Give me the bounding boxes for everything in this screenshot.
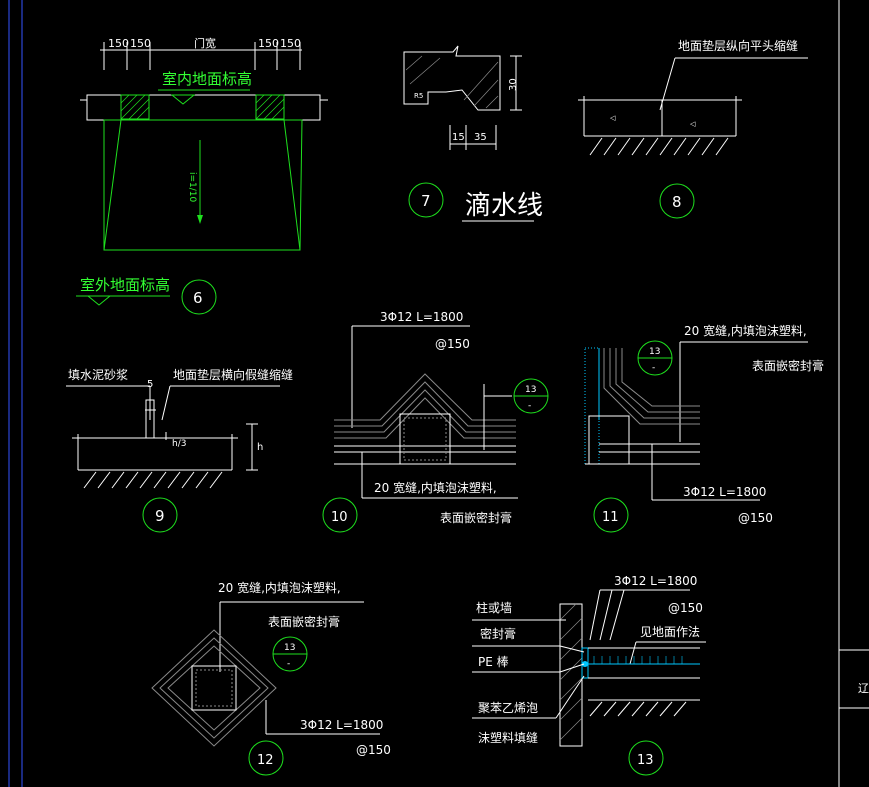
d6-dim-2: 150 bbox=[130, 37, 151, 50]
d13-label4: 见地面作法 bbox=[640, 625, 700, 639]
detail-12: 20 宽缝,内填泡沫塑料, 表面嵌密封膏 13 - 3Φ12 L=1800 @1… bbox=[151, 580, 391, 776]
d6-dim-3: 门宽 bbox=[194, 36, 216, 50]
d10-ref-sub: - bbox=[528, 401, 531, 411]
svg-text:◁: ◁ bbox=[690, 120, 696, 128]
d11-ref: 13 bbox=[649, 347, 660, 357]
d6-indoor-label: 室内地面标高 bbox=[162, 70, 252, 88]
d13-label1: 柱或墙 bbox=[476, 600, 512, 615]
edge-label: 辽 bbox=[858, 682, 869, 695]
d10-rebar: 3Φ12 L=1800 bbox=[380, 310, 463, 324]
d6-slope-label: i=1/10 bbox=[187, 172, 197, 203]
d12-rebar: 3Φ12 L=1800 bbox=[300, 718, 383, 732]
d10-note2: 表面嵌密封膏 bbox=[440, 510, 512, 525]
d12-ref: 13 bbox=[284, 643, 295, 653]
d7-dim-v: 30 bbox=[508, 78, 519, 91]
d8-note: 地面垫层纵向平头缩缝 bbox=[678, 38, 798, 53]
d9-note1: 填水泥砂浆 bbox=[68, 367, 128, 382]
detail-8: 地面垫层纵向平头缩缝 ◁ ◁ 8 bbox=[578, 38, 808, 219]
d10-note1: 20 宽缝,内填泡沫塑料, bbox=[374, 480, 497, 495]
d9-number: 9 bbox=[155, 507, 165, 525]
d13-number: 13 bbox=[637, 753, 654, 768]
d11-note1: 20 宽缝,内填泡沫塑料, bbox=[684, 323, 807, 338]
d13-label2: 密封膏 bbox=[480, 626, 516, 641]
d13-label3: PE 棒 bbox=[478, 655, 509, 669]
detail-7: 30 15 35 R5 7 滴水线 bbox=[403, 45, 543, 222]
d12-spacing: @150 bbox=[356, 743, 391, 757]
d10-number: 10 bbox=[331, 510, 348, 525]
detail-10: 3Φ12 L=1800 @150 13 - 20 宽缝,内填泡沫塑料, 表面嵌密… bbox=[322, 310, 549, 533]
d11-spacing: @150 bbox=[738, 511, 773, 525]
svg-text:◁: ◁ bbox=[610, 114, 616, 122]
d7-label-r: R5 bbox=[414, 92, 423, 100]
sheet-frame: 辽 bbox=[8, 0, 869, 787]
d13-label5: 聚苯乙烯泡 bbox=[478, 701, 538, 715]
d10-ref: 13 bbox=[525, 385, 536, 395]
d6-outdoor-label: 室外地面标高 bbox=[80, 276, 170, 294]
d11-note2: 表面嵌密封膏 bbox=[752, 358, 824, 373]
detail-11: 20 宽缝,内填泡沫塑料, 表面嵌密封膏 13 - 3Φ12 L=1800 @1… bbox=[584, 323, 824, 533]
d10-spacing: @150 bbox=[435, 337, 470, 351]
d6-dim-4: 150 bbox=[258, 37, 279, 50]
d11-rebar: 3Φ12 L=1800 bbox=[683, 485, 766, 499]
detail-6: 150 150 门宽 150 150 室内地面标高 i=1/10 室外地面标高 bbox=[76, 36, 328, 315]
d7-number: 7 bbox=[421, 192, 431, 210]
d13-label6: 沫塑料填缝 bbox=[478, 730, 538, 745]
d8-number: 8 bbox=[672, 193, 682, 211]
d7-title: 滴水线 bbox=[465, 191, 543, 221]
d13-rebar: 3Φ12 L=1800 bbox=[614, 574, 697, 588]
d11-ref-sub: - bbox=[652, 363, 655, 373]
d6-dim-5: 150 bbox=[280, 37, 301, 50]
d13-spacing: @150 bbox=[668, 601, 703, 615]
detail-9: 填水泥砂浆 地面垫层横向假缝缩缝 5 h/3 h 9 bbox=[66, 367, 293, 533]
d9-note2: 地面垫层横向假缝缩缝 bbox=[173, 367, 293, 382]
d12-note1: 20 宽缝,内填泡沫塑料, bbox=[218, 580, 341, 595]
d6-number: 6 bbox=[193, 289, 203, 307]
d9-dim-mid: h/3 bbox=[172, 439, 186, 449]
d12-note2: 表面嵌密封膏 bbox=[268, 614, 340, 629]
d12-number: 12 bbox=[257, 753, 274, 768]
d6-dim-1: 150 bbox=[108, 37, 129, 50]
detail-13: 3Φ12 L=1800 @150 见地面作法 bbox=[472, 574, 706, 776]
d12-ref-sub: - bbox=[287, 659, 290, 669]
d9-dim-side: h bbox=[257, 442, 263, 453]
d7-dim-h1: 15 bbox=[452, 132, 465, 143]
d7-dim-h2: 35 bbox=[474, 132, 487, 143]
d11-number: 11 bbox=[602, 510, 619, 525]
d9-dim-top: 5 bbox=[147, 379, 153, 390]
